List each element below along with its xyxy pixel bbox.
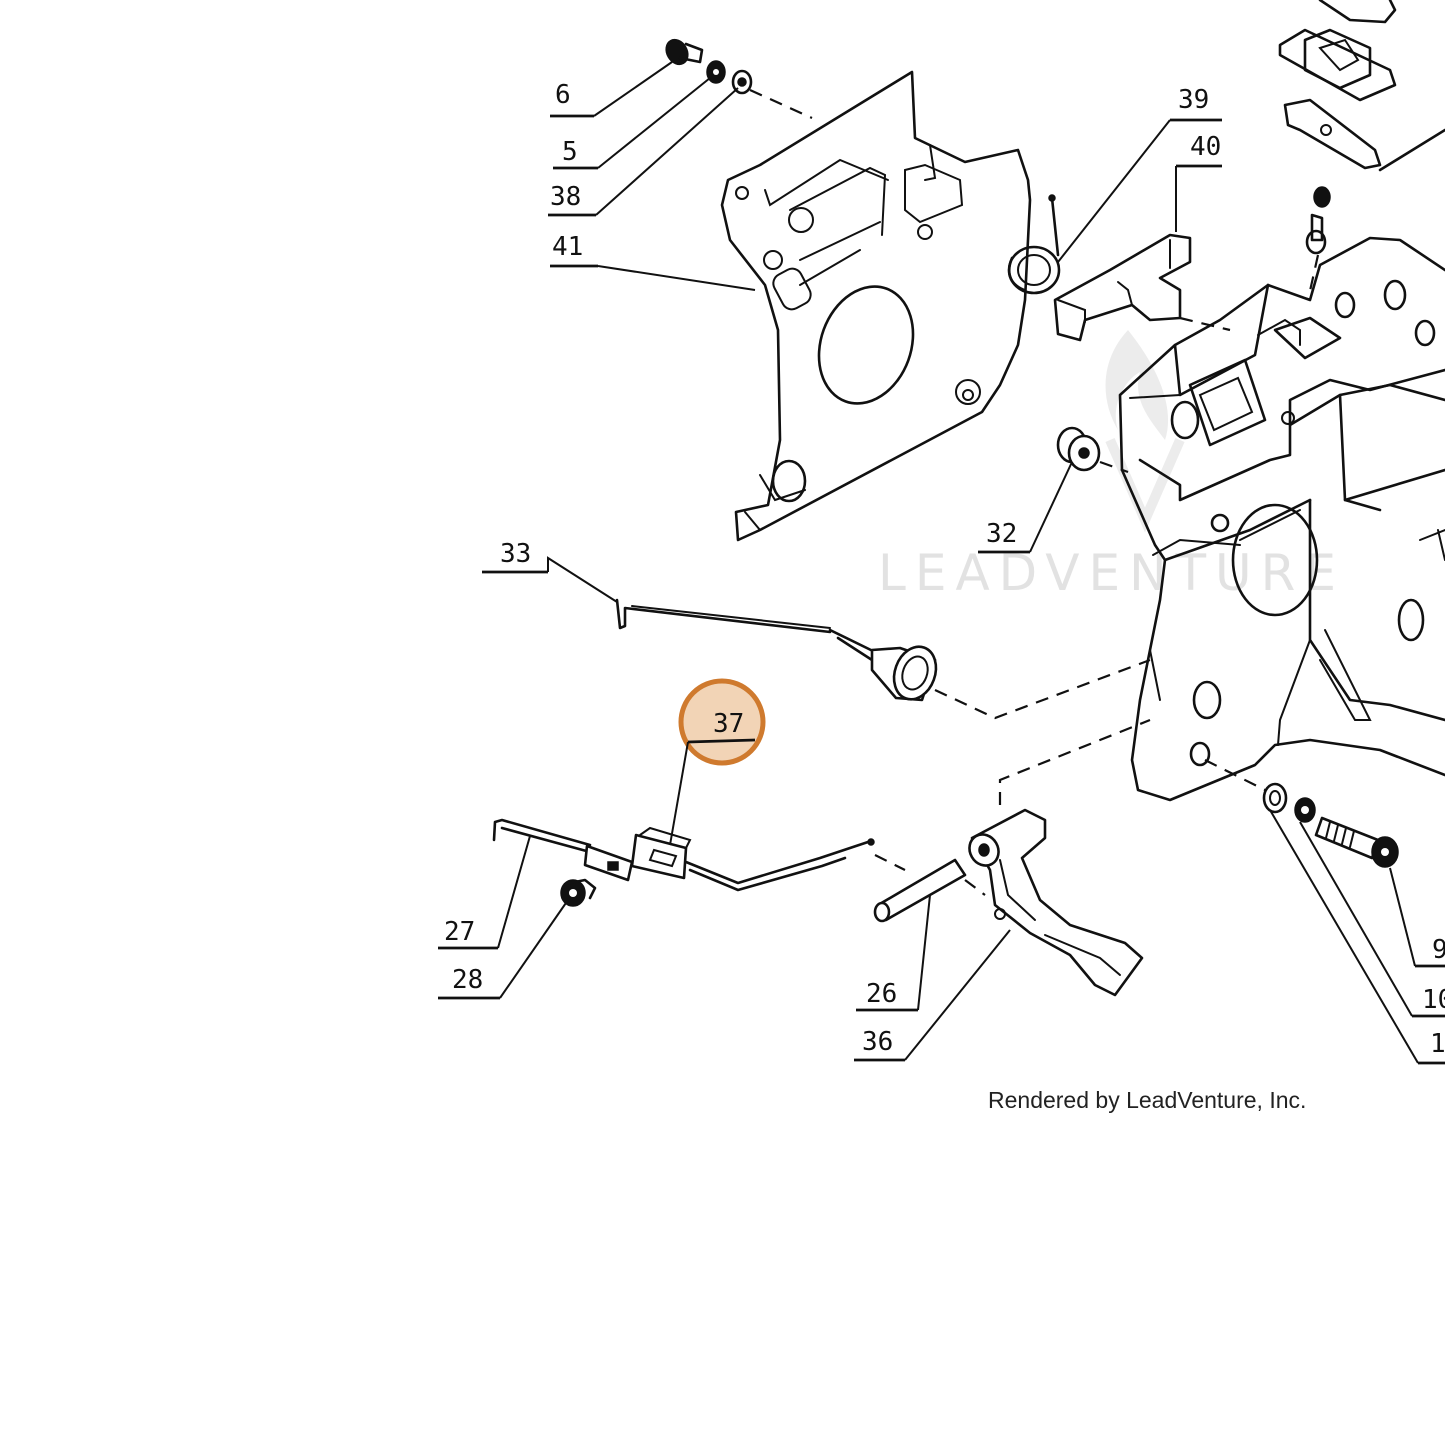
callout-5[interactable]: 5 [553,77,711,170]
part-41-cover-plate [720,70,1032,542]
callout-40[interactable]: 40 [1175,132,1222,232]
callout-41[interactable]: 41 [550,232,756,291]
callout-38[interactable]: 38 [548,87,739,217]
svg-text:37: 37 [713,709,744,739]
callout-32[interactable]: 32 [978,461,1073,554]
svg-text:6: 6 [555,80,571,110]
svg-text:5: 5 [562,137,578,167]
part-5-washer [706,60,726,84]
part-37-throttle-link [630,826,906,892]
svg-text:39: 39 [1178,85,1209,115]
svg-text:36: 36 [862,1027,893,1057]
callout-39[interactable]: 39 [1057,85,1222,263]
callout-27[interactable]: 27 [438,835,531,950]
callout-9[interactable]: 9 [1389,867,1445,968]
part-33-choke-cable [615,598,1151,720]
part-9-bolt [1314,816,1399,868]
watermark-text: LEADVENTURE [878,544,1345,602]
svg-text:33: 33 [500,539,531,569]
svg-text:27: 27 [444,917,475,947]
part-39-spring [1007,194,1061,295]
callout-6[interactable]: 6 [550,61,673,118]
callout-36[interactable]: 36 [854,929,1011,1062]
callout-1[interactable]: 1 [1269,809,1445,1065]
callout-28[interactable]: 28 [438,899,569,1000]
part-28-screw [560,878,597,907]
guide-line-bolts [749,88,813,120]
part-36-throttle-trigger [968,718,1151,997]
svg-text:1: 1 [1430,1029,1445,1059]
callout-33[interactable]: 33 [482,539,618,603]
svg-text:32: 32 [986,519,1017,549]
callout-26[interactable]: 26 [856,894,931,1012]
svg-text:9: 9 [1432,935,1445,965]
crankcase-housing [1118,236,1445,802]
svg-text:41: 41 [552,232,583,262]
top-right-parts [1278,0,1445,301]
part-32-grommet [1056,426,1129,474]
svg-text:10: 10 [1422,985,1445,1015]
part-40-bracket [1053,233,1231,342]
guide-line-bolt-9 [1204,759,1266,791]
part-1-washer [1262,782,1288,814]
svg-text:40: 40 [1190,132,1221,162]
svg-text:28: 28 [452,965,483,995]
svg-text:38: 38 [550,182,581,212]
part-27-throttle-rod [492,818,634,882]
credit-text: Rendered by LeadVenture, Inc. [988,1087,1306,1113]
svg-text:26: 26 [866,979,897,1009]
callout-37[interactable]: 37 [669,678,766,846]
part-6-screw [665,38,704,66]
part-10-washer [1294,797,1316,823]
part-26-pin [873,858,986,923]
callout-10[interactable]: 10 [1299,821,1445,1018]
